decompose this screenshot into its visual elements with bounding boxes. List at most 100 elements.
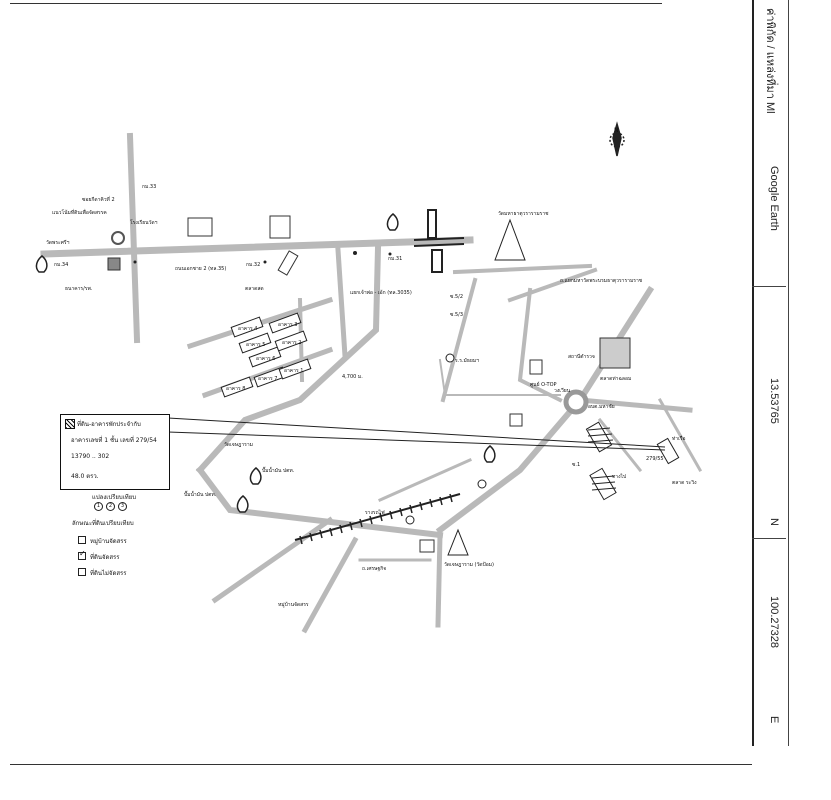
label-circle-right: วงเวียน	[554, 387, 571, 394]
label-road-main: ถนนเอกชาย 2 (ทล.35)	[175, 266, 226, 272]
north-road	[126, 132, 141, 344]
label-soi: ซ.1	[572, 462, 580, 468]
label-tambon: อบต.มหาชัย	[588, 404, 615, 410]
label-km-4: กม.31	[388, 256, 402, 262]
key-title: แปลงเปรียบเทียบ	[92, 494, 137, 501]
label-right-2: ตลาด ระวิง	[672, 479, 697, 486]
road-circle-east	[577, 397, 693, 413]
leader-lines	[167, 417, 666, 451]
label-market-2: ตลาดท่าฉลอม	[600, 376, 631, 382]
point-markers	[133, 251, 487, 525]
key-subtitle: ลักษณะที่ดินเปรียบเทียบ	[72, 520, 134, 527]
road-east-3	[507, 267, 598, 303]
checkbox-item-1[interactable]	[78, 536, 86, 544]
label-temple-3: วัดเจษฎาราม (วัดป้อม)	[444, 561, 494, 568]
railway	[294, 493, 461, 545]
label-gas-2: ปั๊มน้ำมัน ปตท.	[184, 489, 217, 498]
road-east-2	[517, 287, 563, 403]
road-right-1	[657, 397, 703, 473]
sheet-top-line	[10, 3, 662, 4]
label-temple-road: ถ.แยกมหาวัดพระบรมธาตุวรารามราช	[560, 278, 643, 284]
roundabout-right	[563, 389, 589, 415]
key-circle-1: 1	[94, 502, 103, 511]
label-rail: รางรถไฟ	[365, 509, 385, 516]
temple-road	[452, 263, 593, 275]
road-south-2	[195, 244, 382, 475]
label-gas-1: ปั๊มน้ำมัน ปตท.	[262, 465, 295, 474]
sheet-bottom-line	[10, 764, 752, 765]
label-km-1: กม.34	[54, 262, 68, 268]
label-temple-main: วัดมหาธาตุวรารามราช	[498, 211, 549, 217]
label-temple-2: วัดเจษฎาราม	[224, 442, 253, 448]
hatch-swatch	[65, 419, 75, 429]
label-distance: 4,700 ม.	[342, 374, 363, 380]
checkbox-item-3[interactable]	[78, 568, 86, 576]
main-road-circle	[435, 285, 655, 535]
sidebar-lat-letter: N	[768, 518, 780, 526]
subject-property-legend: ที่ดิน-อาคารพักประจำกับ อาคารเลขที่ 1 ชั…	[60, 414, 170, 490]
key-circle-2: 2	[106, 502, 115, 511]
check-mark-icon: ✓	[79, 549, 86, 558]
road-loop	[438, 358, 561, 396]
label-market-1: ตลาดสด	[245, 286, 264, 292]
label-top-left-1: ซอยกีดาคิวที่ 2	[82, 196, 115, 203]
legend-line-4: 48.0 ตรว.	[71, 473, 99, 480]
label-block: อาคาร 8	[226, 386, 245, 392]
label-top-left-3: โรงเรียนวัดฯ	[130, 219, 158, 226]
label-block: อาคาร 1	[284, 368, 303, 374]
label-km-2: กม.33	[142, 184, 156, 190]
building-icons	[107, 215, 631, 553]
road-south-1	[335, 247, 348, 359]
label-road-s: ถ.เศรษฐกิจ	[362, 565, 386, 572]
north-compass	[609, 121, 625, 157]
label-top-left-4: วัดพระศรีฯ	[46, 239, 70, 246]
label-lane: ซ.5/2	[450, 294, 463, 300]
gas-station-icons	[35, 213, 496, 513]
key-circle-3: 3	[118, 502, 127, 511]
sidebar-divider	[752, 286, 786, 287]
road-sw-1	[195, 465, 444, 539]
sidebar-source: Google Earth	[768, 166, 780, 231]
bridge-structure	[413, 209, 465, 273]
sidebar-lat-value: 13.53765	[768, 378, 780, 424]
coordinate-sidebar	[752, 0, 789, 746]
legend-line-2: อาคารเลขที่ 1 ชั้น เลขที่ 279/54	[71, 437, 157, 444]
sidebar-lon-letter: E	[768, 716, 780, 724]
label-north: N	[614, 127, 619, 134]
key-item-3: ที่ดินไม่จัดสรร	[90, 570, 127, 577]
label-block: อาคาร 3	[278, 322, 297, 328]
temple-icons	[447, 218, 526, 556]
label-block: อาคาร 6	[256, 356, 275, 362]
label-top-left-2: แนวโน้มที่ดินเพื่อจัดสรรค	[52, 209, 107, 216]
label-office: สถานีตำรวจ	[568, 353, 595, 360]
key-item-1: หมู่บ้านจัดสรร	[90, 538, 127, 545]
legend-line-1: ที่ดิน-อาคารพักประจำกับ	[77, 421, 141, 428]
sidebar-lon-value: 100.27328	[768, 596, 780, 648]
highway-road	[40, 236, 474, 258]
sidebar-title: ค่าพิกัด / แหล่งที่มา Ml	[764, 8, 776, 114]
label-village: หมู่บ้านจัดสรร	[278, 601, 309, 608]
sidebar-divider	[752, 538, 786, 539]
label-km-3: กม.32	[246, 262, 260, 268]
label-top-left-5: ธนาคาร/รพ.	[65, 286, 93, 292]
label-lane-2: ซ.5/3	[450, 312, 463, 318]
key-item-2: ที่ดินจัดสรร	[90, 554, 120, 561]
label-right-1: 279/55	[646, 456, 664, 462]
road-sw-2	[211, 516, 334, 604]
checkbox-item-2[interactable]: ✓	[78, 549, 86, 560]
label-junction: แยกเจ้าพ่อ - เอ้ก (ทล.3035)	[350, 289, 412, 296]
label-otop: ศูนย์ O-TOP	[530, 381, 557, 388]
label-block: อาคาร 7	[258, 376, 277, 382]
legend-line-3: 13790 .. 302	[71, 453, 110, 460]
building-blocks	[220, 312, 312, 398]
road-east-1	[440, 277, 478, 403]
label-block: อาคาร 2	[282, 340, 301, 346]
comparison-key: แปลงเปรียบเทียบ 1 2 3 ลักษณะที่ดินเปรียบ…	[62, 490, 172, 590]
road-sw-3	[301, 536, 359, 634]
roundabout-left	[111, 231, 125, 245]
label-right-3: ทางไป	[612, 473, 626, 480]
road-sw-4	[435, 532, 443, 628]
label-block: อาคาร 5	[246, 342, 265, 348]
label-right-4: ท่าเรือ	[672, 435, 686, 442]
